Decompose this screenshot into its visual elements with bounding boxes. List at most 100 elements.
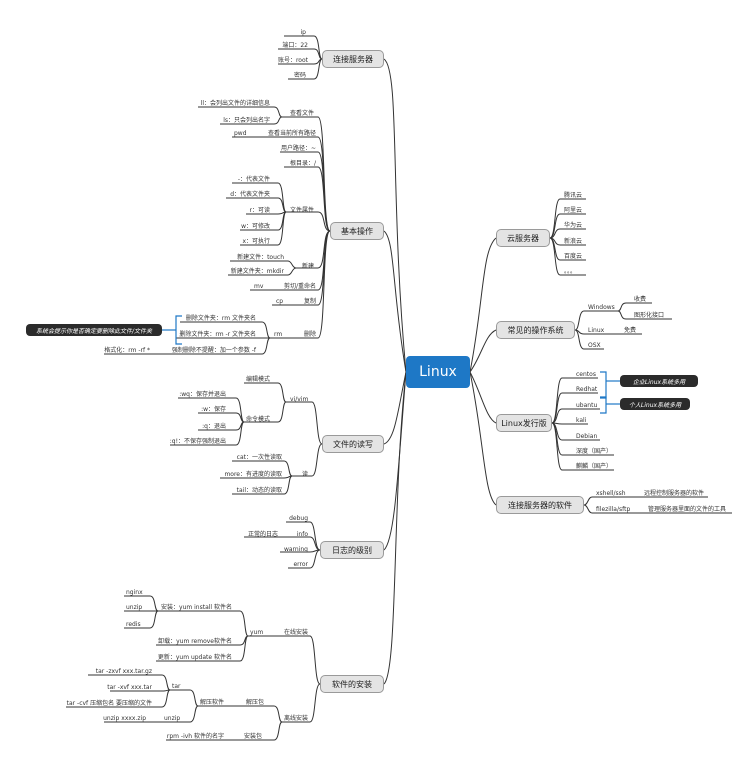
link-root-sw [469, 371, 497, 506]
install-tar: tar [172, 683, 181, 690]
pkg-unzip: unzip [126, 604, 143, 611]
cmd-q-force: :q!：不保存强制退出 [169, 438, 226, 445]
install-unpack: 解压包 [246, 699, 265, 706]
log-normal: 正常的日志 [247, 531, 278, 538]
attr-exec: x：可执行 [242, 238, 270, 245]
basic-file-attr: 文件属性 [290, 207, 315, 214]
cloud-tencent: 腾讯云 [564, 192, 583, 199]
basic-rm-desc: 删除 [303, 331, 316, 338]
branch-linux-distro[interactable]: Linux发行版 [496, 414, 552, 432]
unzip-cmd: unzip xxxx.zip [103, 715, 146, 722]
link-root-distro [469, 371, 497, 424]
file-read: 读 [302, 471, 309, 478]
enterprise-note-callout: 企业Linux系统多用 [620, 375, 698, 387]
distro-debian: Debian [576, 433, 598, 440]
os-win-paid: 收费 [634, 296, 647, 303]
branch-connect-server[interactable]: 连接服务器 [322, 50, 384, 68]
basic-pwd: pwd [234, 130, 247, 137]
basic-mv: mv [254, 283, 264, 290]
distro-ubantu: ubantu [576, 402, 598, 409]
file-cmd-mode: 命令模式 [246, 416, 271, 423]
os-win-gui: 图形化接口 [634, 312, 665, 319]
read-more: more：有进度的读取 [224, 471, 282, 478]
log-error: error [293, 561, 308, 568]
file-vi: vi/vim [290, 396, 309, 403]
connect-item-password: 密码 [293, 72, 306, 79]
cloud-huawei: 华为云 [564, 222, 583, 229]
root-node[interactable]: Linux [406, 356, 470, 388]
read-tail: tail：动态的读取 [236, 487, 282, 494]
link-root-connect [383, 58, 407, 373]
branch-common-os[interactable]: 常见的操作系统 [496, 321, 575, 339]
basic-cp: cp [276, 298, 284, 305]
basic-create: 新建 [302, 263, 315, 270]
distro-deepin: 深度（国产） [576, 448, 613, 455]
cmd-w: :w：保存 [201, 406, 226, 413]
connect-item-account: 账号：root [277, 57, 308, 64]
basic-root-path: 根目录：/ [289, 160, 316, 167]
install-unzip: unzip [164, 715, 181, 722]
sw-filezilla: filezilla/sftp [596, 506, 631, 513]
create-file: 新建文件：touch [237, 254, 284, 261]
rm-force: 强制删除不提醒：加一个参数 -f [171, 347, 256, 354]
cmd-wq: :wq：保存并退出 [179, 391, 226, 398]
read-cat: cat：一次性读取 [236, 454, 282, 461]
install-yum: yum [250, 629, 264, 636]
basic-cp-desc: 复制 [303, 298, 316, 305]
personal-note-callout: 个人Linux系统多用 [620, 398, 690, 410]
branch-connect-software[interactable]: 连接服务器的软件 [496, 496, 584, 514]
link-root-cloud [469, 237, 497, 373]
branch-file-rw[interactable]: 文件的读写 [322, 435, 384, 453]
distro-kylin: 麒麟（国产） [576, 463, 613, 470]
os-linux: Linux [588, 327, 605, 334]
cloud-more: 。。。 [564, 268, 577, 275]
yum-update: 更新：yum update 软件名 [157, 654, 232, 661]
basic-ll: ll：会列出文件的详细信息 [200, 100, 270, 107]
attr-file: -：代表文件 [237, 176, 270, 183]
file-edit-mode: 编辑模式 [246, 376, 271, 383]
attr-read: r：可读 [249, 207, 270, 214]
basic-view-files: 查看文件 [290, 110, 315, 117]
install-online: 在线安装 [283, 629, 308, 636]
rpm-cmd: rpm -ivh 软件的名字 [166, 733, 224, 740]
distro-centos: centos [576, 371, 596, 378]
tar-cvf: tar -cvf 压缩包名 要压缩的文件 [66, 700, 152, 707]
rm-note-callout: 系统会提示你是否确定要删除此文件/文件夹 [26, 324, 162, 336]
branch-basic-ops[interactable]: 基本操作 [330, 222, 384, 240]
cloud-sina: 新浪云 [564, 238, 583, 245]
distro-redhat: Redhat [576, 386, 598, 393]
sw-filezilla-desc: 管理服务器里面的文件的工具 [648, 506, 727, 513]
pkg-nginx: nginx [126, 589, 143, 596]
connect-item-ip: ip [300, 29, 306, 36]
basic-mv-desc: 剪切/重命名 [283, 283, 316, 290]
tar-zxvf: tar -zxvf xxx.tar.gz [95, 668, 152, 675]
cloud-baidu: 百度云 [564, 253, 583, 260]
cmd-q: :q：退出 [202, 423, 226, 430]
link-root-log [383, 371, 407, 551]
link-root-os [469, 329, 497, 373]
enterprise-bracket [600, 371, 607, 399]
yum-install: 安装：yum install 软件名 [161, 604, 232, 611]
basic-ls: ls：只会列出名字 [223, 117, 270, 124]
yum-remove: 卸载：yum remove软件名 [158, 638, 232, 645]
distro-kali: kali [576, 417, 587, 424]
cloud-aliyun: 阿里云 [564, 207, 583, 214]
log-warning: warning [283, 546, 308, 553]
rm-dir: 删除文件夹：rm 文件夹名 [185, 315, 256, 322]
attr-write: w：可修改 [241, 223, 270, 230]
basic-rm: rm [274, 331, 283, 338]
attr-dir: d：代表文件夹 [230, 191, 270, 198]
install-offline: 离线安装 [283, 715, 308, 722]
basic-pwd-desc: 查看当前所有路径 [267, 130, 316, 137]
branch-software-install[interactable]: 软件的安装 [320, 675, 384, 693]
install-unpack-sw: 解压软件 [200, 699, 225, 706]
link-root-basic [383, 230, 407, 373]
os-linux-free: 免费 [624, 327, 637, 334]
branch-log-level[interactable]: 日志的级别 [320, 541, 384, 559]
rm-format: 格式化：rm -rf * [104, 347, 150, 354]
log-debug: debug [289, 515, 308, 522]
link-root-install [383, 371, 407, 685]
basic-user-path: 用户路径：~ [280, 145, 316, 152]
branch-cloud-server[interactable]: 云服务器 [496, 229, 550, 247]
